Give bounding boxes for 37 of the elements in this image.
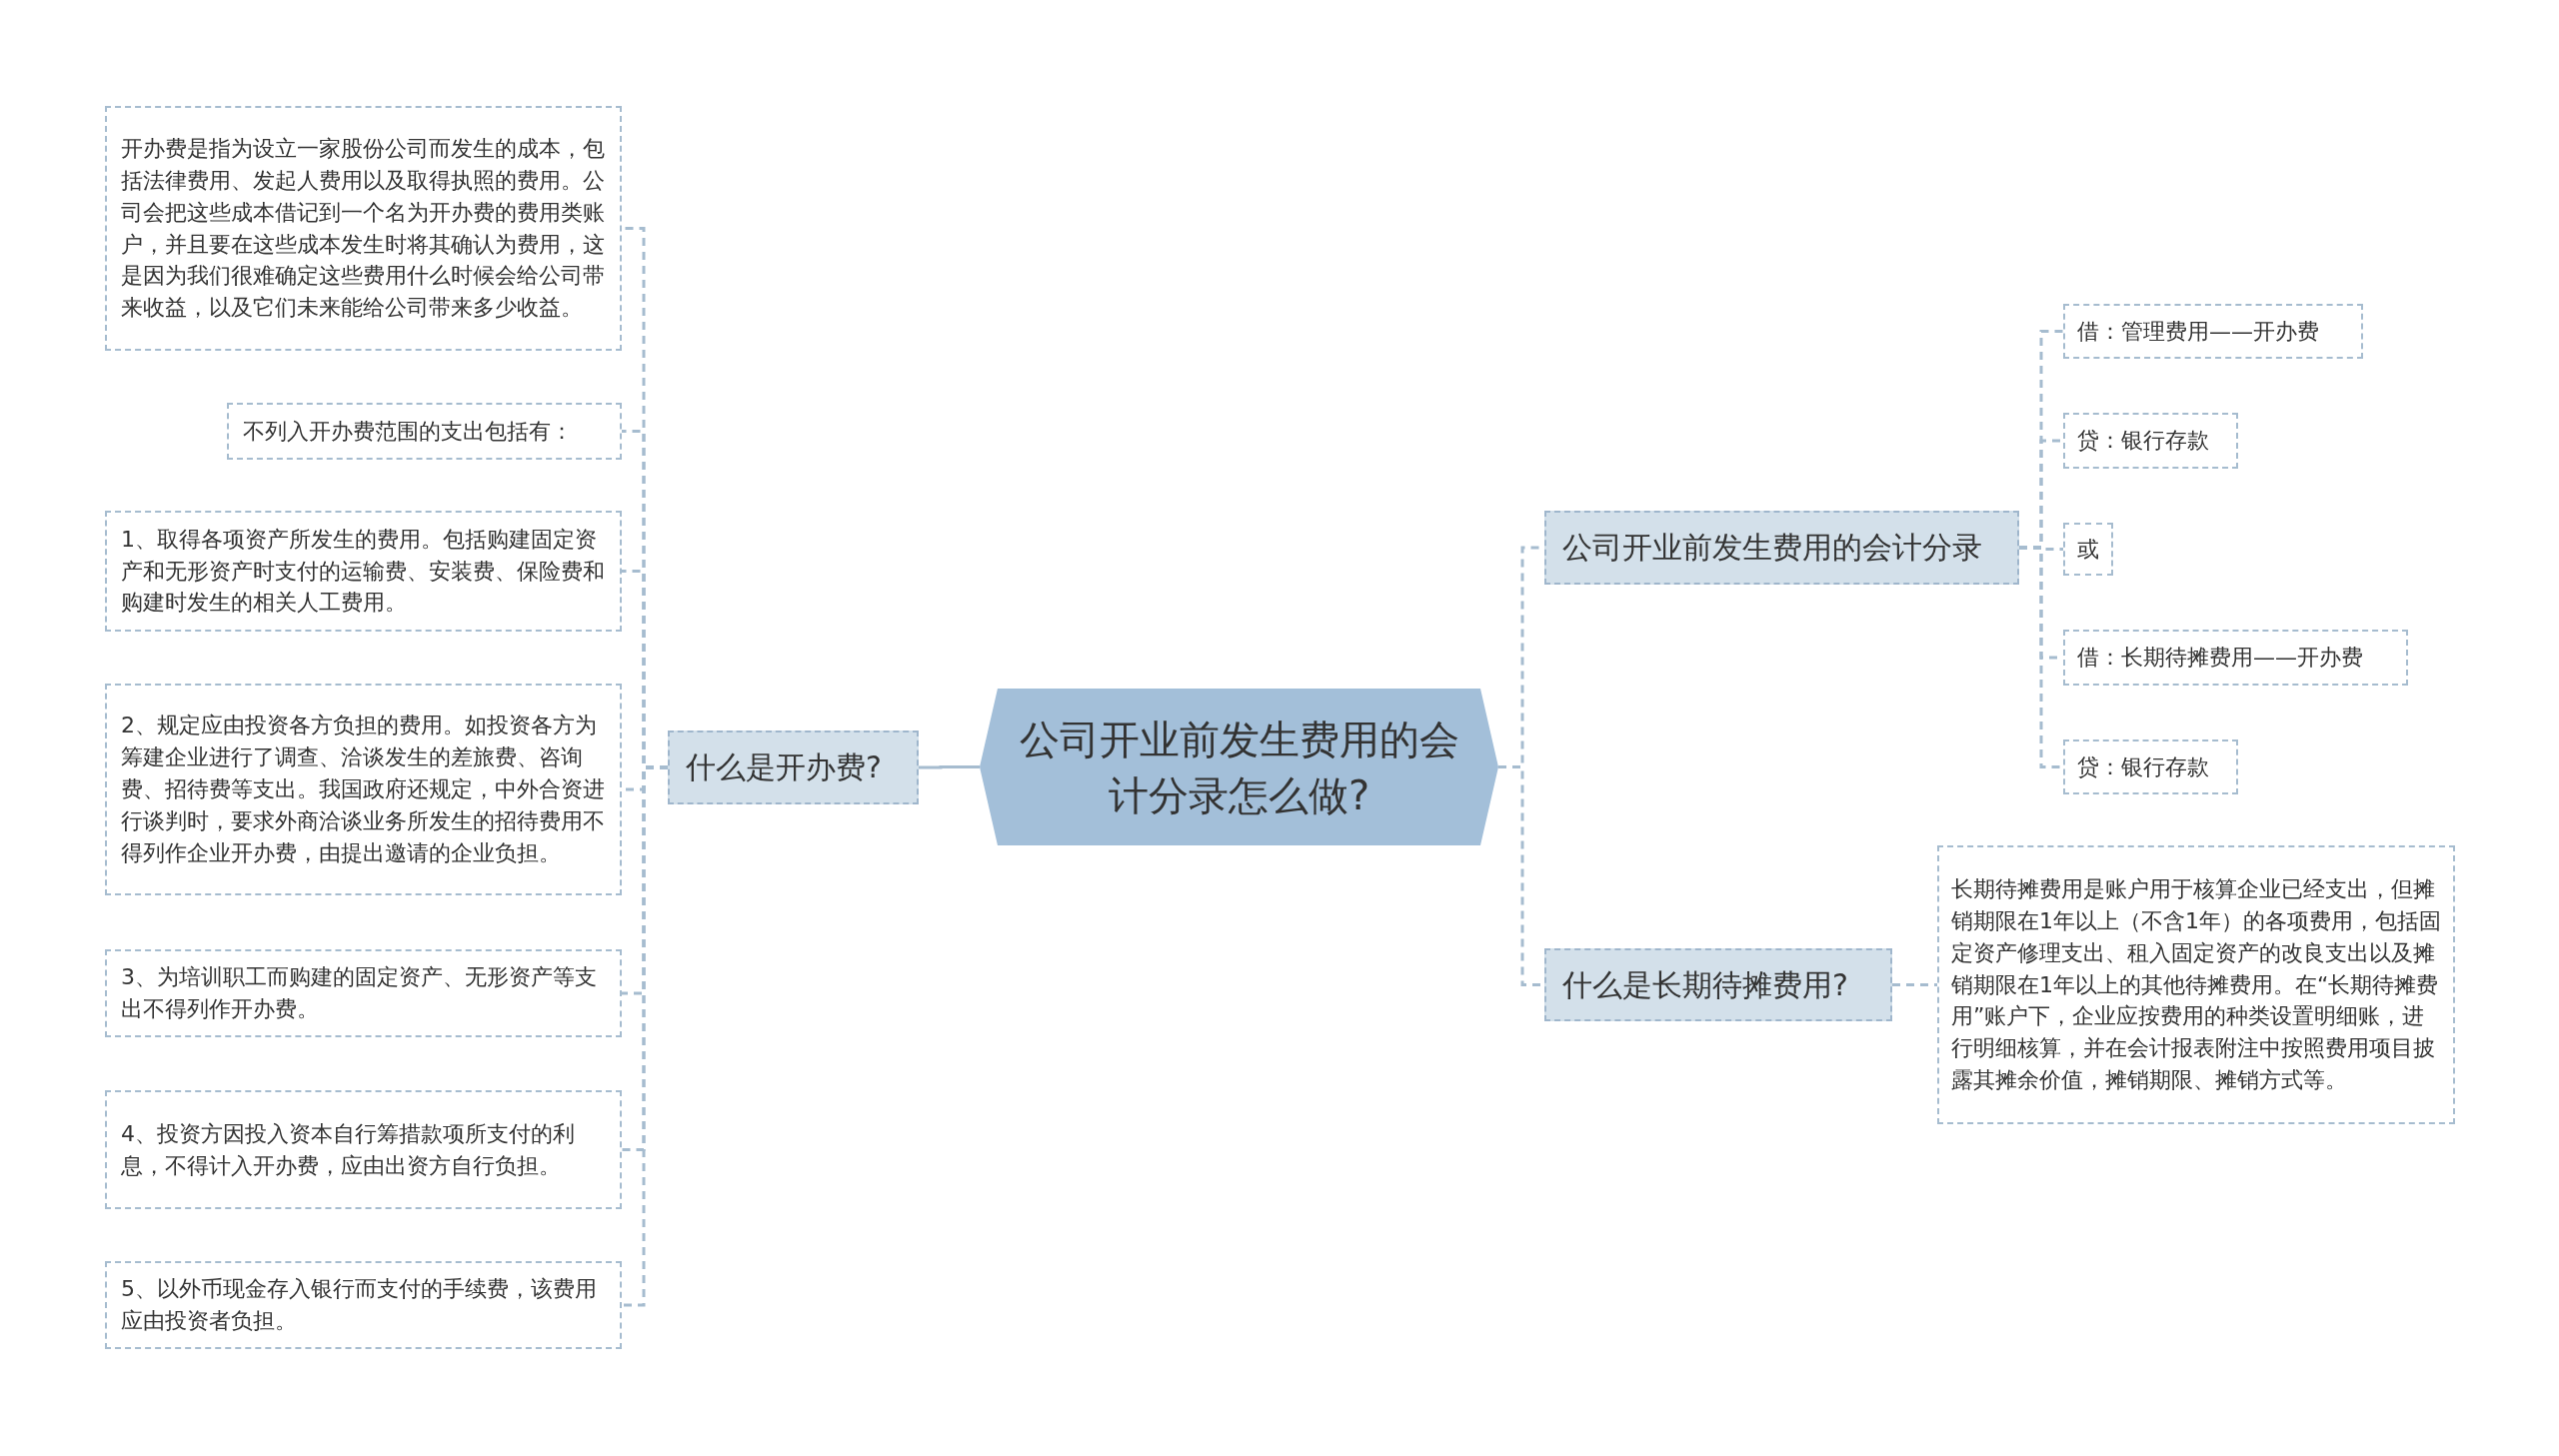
text-box — [1937, 845, 2455, 1124]
topic-box — [1544, 948, 1892, 1021]
topic-text: 3、为培训职工而购建的固定资产、无形资产等支出不得列作开办费。 — [121, 963, 598, 1023]
topic-text: 长期待摊费用是账户用于核算企业已经支出，但摊销期限在1年以上（不含1年）的各项费用，包括固定资产修理支出、租入固定资产的改良支出以及摊销期限在1年以上的其他待摊费用。在“长期待摊费用”账户下，企业应按费用的种类设置明细账，进行明细核算，并在会计报表附注中按照费用项目披露其摊余价值，摊销期限、摊销方式等。 — [1951, 874, 2441, 1095]
topic-box — [1544, 511, 2019, 585]
topic-text: 借：管理费用——开办费 — [2077, 317, 2319, 346]
text-box — [105, 511, 622, 632]
text-box — [227, 403, 622, 460]
text-box — [105, 684, 622, 895]
text-box — [105, 106, 622, 351]
topic-text: 4、投资方因投入资本自行筹措款项所支付的利息，不得计入开办费，应由出资方自行负担。 — [121, 1119, 576, 1180]
topic-text: 借：长期待摊费用——开办费 — [2077, 644, 2363, 673]
topic-text: 什么是长期待摊费用? — [1562, 965, 1848, 1004]
text-box — [105, 949, 622, 1037]
topic-text: 贷：银行存款 — [2077, 752, 2209, 781]
topic-text: 什么是开办费? — [686, 748, 882, 787]
title-text: 公司开业前发生费用的会计分录怎么做? — [1018, 715, 1460, 820]
topic-text: 5、以外币现金存入银行而支付的手续费，该费用应由投资者负担。 — [121, 1275, 598, 1335]
text-box — [105, 1090, 622, 1209]
central-topic — [980, 689, 1498, 845]
topic-text: 2、规定应由投资各方负担的费用。如投资各方为筹建企业进行了调查、洽谈发生的差旅费、咨询费、招待费等支出。我国政府还规定，中外合资进行谈判时，要求外商洽谈业务所发生的招待费用不得列作企业开办费，由提出邀请的企业负担。 — [121, 712, 606, 867]
topic-box — [668, 730, 919, 804]
text-box — [2063, 304, 2363, 359]
topic-text: 开办费是指为设立一家股份公司而发生的成本，包括法律费用、发起人费用以及取得执照的费用。公司会把这些成本借记到一个名为开办费的费用类账户，并且要在这些成本发生时将其确认为费用，这是因为我们很难确定这些费用什么时候会给公司带来收益，以及它们未来能给公司带来多少收益。 — [121, 134, 606, 323]
topic-text: 或 — [2077, 535, 2099, 564]
connector-line — [919, 765, 980, 769]
text-box — [2063, 413, 2238, 469]
topic-text: 不列入开办费范围的支出包括有： — [243, 417, 573, 446]
text-box — [105, 1261, 622, 1349]
text-box — [2063, 523, 2113, 576]
topic-text: 1、取得各项资产所发生的费用。包括购建固定资产和无形资产时支付的运输费、安装费、保险费和购建时发生的相关人工费用。 — [121, 525, 606, 618]
connector-line — [1892, 983, 1937, 986]
topic-text: 公司开业前发生费用的会计分录 — [1562, 529, 1982, 568]
text-box — [2063, 630, 2408, 686]
topic-text: 贷：银行存款 — [2077, 427, 2209, 456]
connector-line — [2019, 546, 2063, 768]
text-box — [2063, 739, 2238, 794]
